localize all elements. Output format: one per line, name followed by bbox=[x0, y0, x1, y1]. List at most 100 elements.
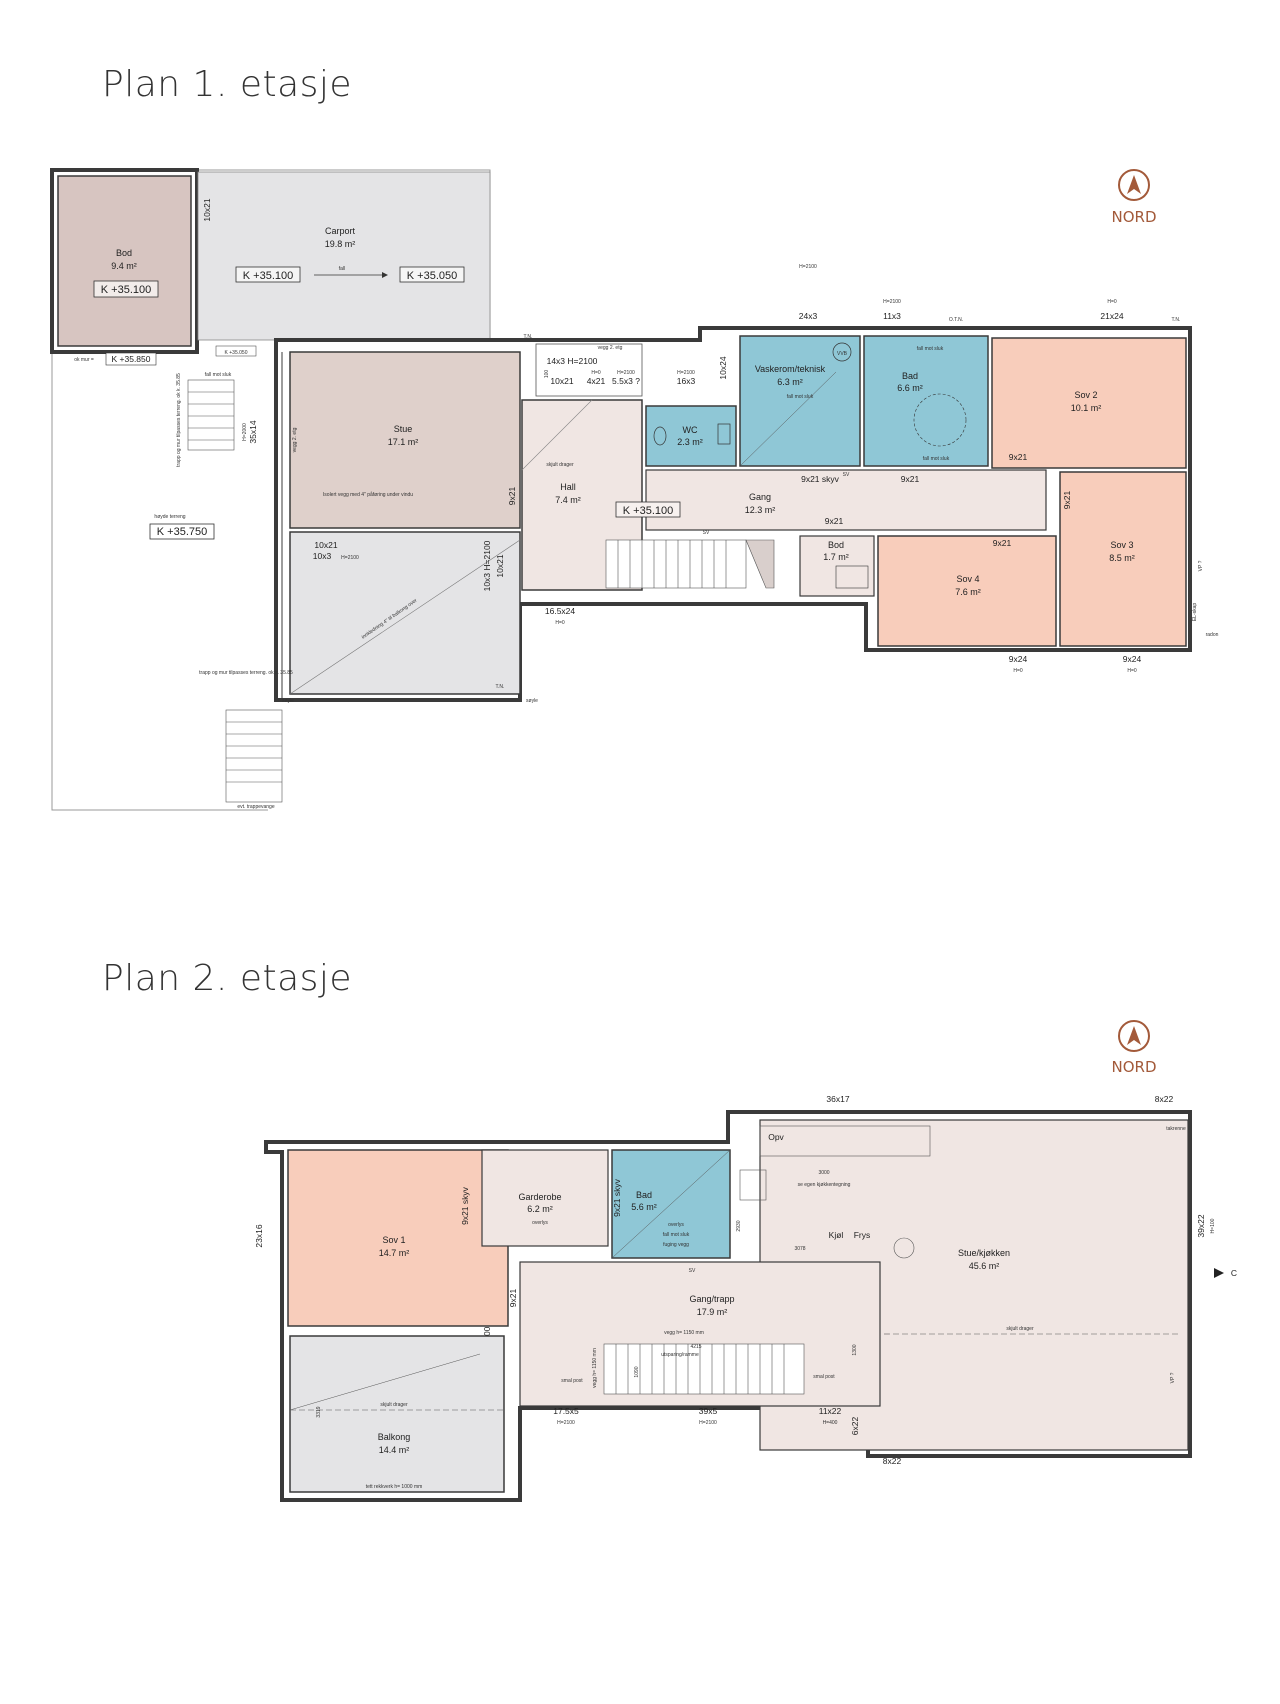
note-fall-mot-sluk-4: fall mot sluk bbox=[923, 456, 950, 462]
dim-11x22-h: H=400 bbox=[823, 1420, 838, 1426]
room-bad-name: Bad bbox=[902, 371, 918, 381]
room-sov4-name: Sov 4 bbox=[956, 574, 979, 584]
stair-landing bbox=[745, 539, 775, 589]
dim-10x3-h: H=2100 bbox=[341, 555, 359, 561]
gang-level: K +35.100 bbox=[623, 505, 673, 517]
dim-10x3-right: 10x3 H=2100 bbox=[482, 540, 492, 591]
label-takrenne: takrenne bbox=[1166, 1126, 1186, 1132]
room-stue-name: Stue bbox=[394, 424, 413, 434]
room-garderobe-name: Garderobe bbox=[518, 1192, 561, 1202]
dim-39x22-h: H=100 bbox=[1210, 1218, 1216, 1233]
note-fall-mot-sluk-1: fall mot sluk bbox=[205, 372, 232, 378]
dim-10x24: 10x24 bbox=[718, 356, 728, 379]
room-sov1-name: Sov 1 bbox=[382, 1235, 405, 1245]
north-arrow-2-pointer bbox=[1127, 1026, 1141, 1045]
dim-9x21-hall: 9x21 bbox=[507, 487, 517, 506]
dim-6x22: 6x22 bbox=[850, 1417, 860, 1436]
room-sov4-area: 7.6 m² bbox=[955, 587, 981, 597]
room-bad2-area: 5.6 m² bbox=[631, 1202, 657, 1212]
label-opv: Opv bbox=[768, 1132, 784, 1142]
gang-level-box bbox=[615, 501, 681, 518]
balkong-diagonal bbox=[289, 1353, 481, 1411]
kitchen-counter bbox=[759, 1125, 931, 1157]
note-trapp-left: trapp og mur tilpasses terreng. ok k. 35… bbox=[176, 373, 182, 467]
room-gang-trapp-name: Gang/trapp bbox=[689, 1294, 734, 1304]
dim-tn-1: T.N. bbox=[524, 334, 533, 340]
patio-area bbox=[289, 531, 521, 695]
vvb-label: VVB bbox=[837, 351, 848, 357]
vvb-icon bbox=[832, 342, 852, 362]
dim-11x3: 11x3 bbox=[883, 311, 901, 321]
dim-5-5x3-h: H=2100 bbox=[617, 370, 635, 376]
dim-16-5x24-h: H=0 bbox=[555, 620, 565, 626]
north-arrow-2-label: NORD bbox=[1112, 1058, 1157, 1076]
dim-9x21-sov3: 9x21 bbox=[1062, 491, 1072, 510]
north-arrow-1-pointer bbox=[1127, 175, 1141, 194]
room-stue-kjokken-name: Stue/kjøkken bbox=[958, 1248, 1010, 1258]
bod1-wall bbox=[50, 168, 199, 354]
upper-corridor bbox=[535, 343, 643, 397]
vaskerom-diagonal bbox=[739, 371, 837, 467]
terrain-label: høyde terreng bbox=[154, 514, 185, 520]
dim-36x17: 36x17 bbox=[826, 1094, 849, 1104]
room-bod2-area: 1.7 m² bbox=[823, 552, 849, 562]
room-wc bbox=[645, 405, 737, 467]
room-vaskerom-name: Vaskerom/teknisk bbox=[755, 364, 826, 374]
room-carport bbox=[197, 171, 491, 341]
dim-otn: O.T.N. bbox=[949, 317, 963, 323]
dim-2930: 2930 bbox=[736, 1220, 742, 1231]
dim-16x3: 16x3 bbox=[677, 376, 696, 386]
small-level: K +35.050 bbox=[225, 350, 248, 356]
room-vaskerom bbox=[739, 335, 861, 467]
dim-9x21-bad: 9x21 bbox=[901, 474, 920, 484]
room-gang-trapp-area: 17.9 m² bbox=[697, 1307, 728, 1317]
label-vp: VP ? bbox=[1170, 1372, 1176, 1383]
dim-16x3-h: H=2100 bbox=[677, 370, 695, 376]
bod1-level-box bbox=[93, 280, 159, 298]
dim-11x22: 11x22 bbox=[819, 1406, 842, 1416]
carport-slope-arrowhead bbox=[382, 272, 388, 278]
dim-14x3: 14x3 H=2100 bbox=[547, 356, 598, 366]
room-sov3 bbox=[1059, 471, 1187, 647]
room-garderobe-area: 6.2 m² bbox=[527, 1204, 553, 1214]
terrain-level: K +35.750 bbox=[157, 526, 207, 538]
bad2-diagonal bbox=[611, 1149, 731, 1259]
dim-16-5x24: 16.5x24 bbox=[545, 606, 576, 616]
bad2-note: overlys bbox=[668, 1222, 684, 1228]
dim-17-5x5: 17.5x5 bbox=[553, 1406, 579, 1416]
room-stue-area: 17.1 m² bbox=[388, 437, 419, 447]
room-sov2-name: Sov 2 bbox=[1074, 390, 1097, 400]
north-arrow-1-label: NORD bbox=[1112, 208, 1157, 226]
dim-9x24-b-h: H=0 bbox=[1127, 668, 1137, 674]
label-vegg-1: vegg h= 1150 mm bbox=[664, 1330, 704, 1336]
north-arrow-2-icon bbox=[1118, 1020, 1150, 1052]
label-skjult-drager-1: skjult drager bbox=[1006, 1326, 1034, 1332]
note-skjult-drager: skjult drager bbox=[546, 462, 574, 468]
plan2-drawing: Sov 1 14.7 m² 23x16 9x21 skyv 9x21 Garde… bbox=[254, 1020, 1237, 1502]
label-rekkverk: tett rekkverk h= 1000 mm bbox=[366, 1484, 423, 1490]
dim-39x22: 39x22 bbox=[1196, 1214, 1206, 1237]
label-frys: Frys bbox=[854, 1230, 871, 1240]
dim-8x22-top: 8x22 bbox=[1155, 1094, 1174, 1104]
note-vegg-left: vegg 2. etg bbox=[292, 427, 298, 452]
stove-round-icon bbox=[893, 1237, 915, 1259]
wall-top-label: ok mur = bbox=[74, 357, 94, 363]
plan1-drawing: Bod 9.4 m² K +35.100 Carport 19.8 m² K +… bbox=[50, 168, 1219, 811]
note-isolert-vegg: Isolert vegg med 4" påføring under vindu bbox=[323, 491, 413, 498]
small-level-box bbox=[215, 345, 257, 357]
dim-100: 100 bbox=[544, 370, 550, 379]
room-stue bbox=[289, 351, 521, 529]
room-wc-name: WC bbox=[683, 425, 698, 435]
dim-10x21-right: 10x21 bbox=[495, 554, 505, 577]
room-sov4 bbox=[877, 535, 1057, 647]
dim-21x24: 21x24 bbox=[1100, 311, 1123, 321]
section-c-label: C bbox=[1231, 1268, 1237, 1278]
room-garderobe bbox=[481, 1149, 609, 1247]
label-sv: SV bbox=[689, 1268, 696, 1274]
carport-level-left: K +35.100 bbox=[243, 270, 293, 282]
dim-17-5x5-h: H=2100 bbox=[557, 1420, 575, 1426]
wall-top-level: K +35.850 bbox=[112, 354, 151, 364]
room-bod1-area: 9.4 m² bbox=[111, 261, 137, 271]
plan2-title: Plan 2. etasje bbox=[102, 958, 353, 999]
